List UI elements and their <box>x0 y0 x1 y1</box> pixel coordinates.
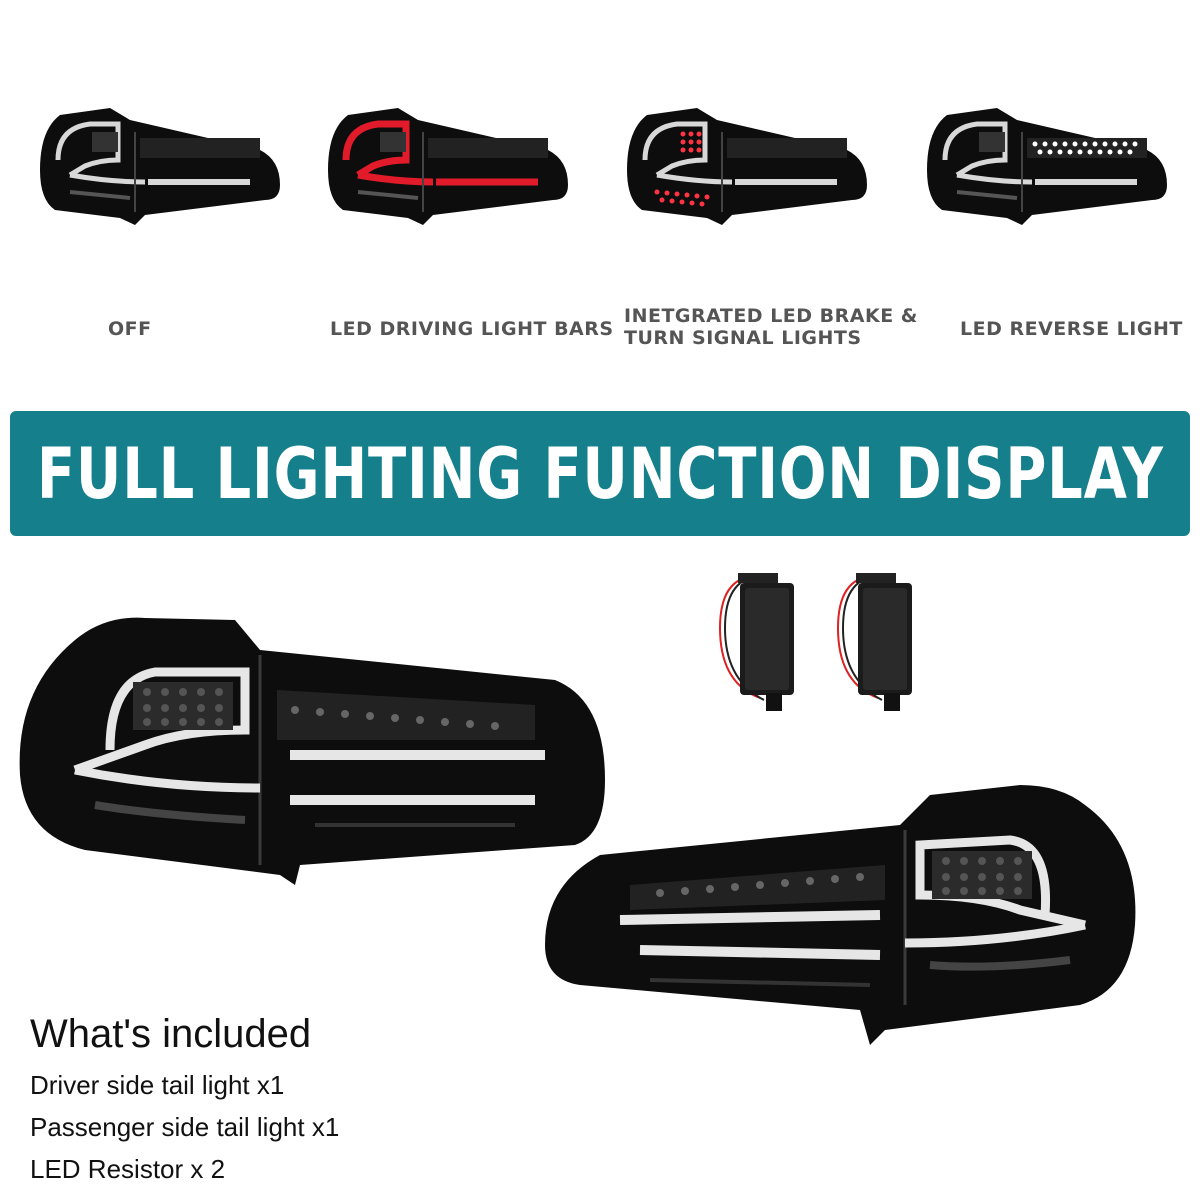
banner-title: FULL LIGHTING FUNCTION DISPLAY <box>36 432 1164 515</box>
mode-label-off: OFF <box>108 318 152 340</box>
included-item: Passenger side tail light x1 <box>30 1112 340 1142</box>
led-resistor-icon <box>836 573 912 711</box>
driver-side-tail-light-icon <box>19 617 606 885</box>
led-resistor-icon <box>718 573 794 711</box>
included-item: LED Resistor x 2 <box>30 1154 226 1184</box>
tail-light-driving-image <box>328 108 568 225</box>
included-item: Driver side tail light x1 <box>30 1070 285 1100</box>
mode-label-driving: LED DRIVING LIGHT BARS <box>330 318 614 340</box>
mode-label-brake: INETGRATED LED BRAKE & TURN SIGNAL LIGHT… <box>624 305 918 349</box>
mode-label-reverse: LED REVERSE LIGHT <box>960 318 1183 340</box>
passenger-side-tail-light-icon <box>545 785 1136 1045</box>
feature-banner: FULL LIGHTING FUNCTION DISPLAY <box>10 411 1190 536</box>
tail-light-off-image <box>40 108 280 225</box>
included-title: What's included <box>30 1012 312 1056</box>
tail-light-brake-image <box>627 108 867 225</box>
tail-light-reverse-image <box>927 108 1167 225</box>
